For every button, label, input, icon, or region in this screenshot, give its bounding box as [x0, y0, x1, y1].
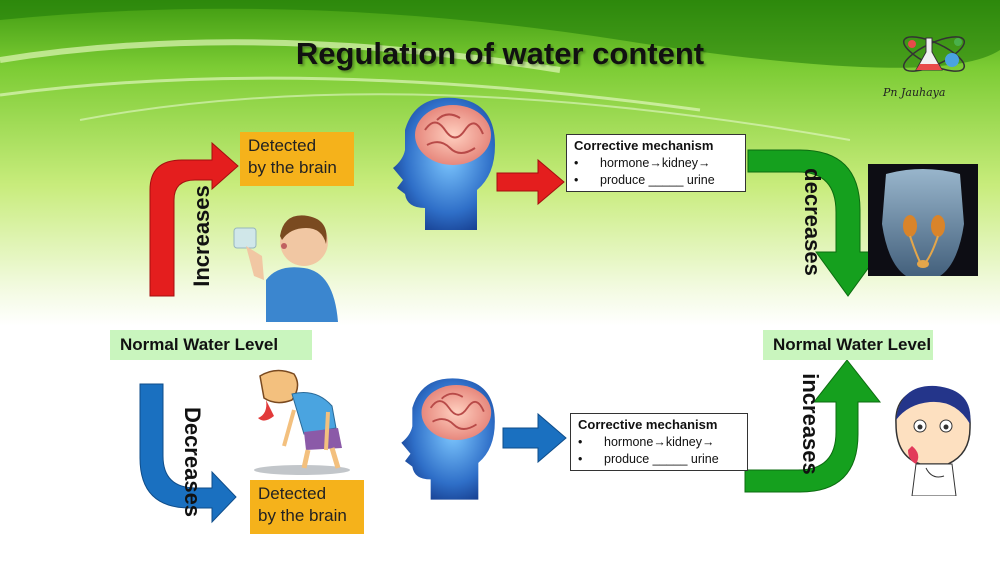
to-mechanism-arrow-bottom: [502, 412, 567, 464]
decreases-arrow-bottom: [139, 383, 237, 524]
mechanism-bullet: •produce _____ urine: [578, 452, 719, 466]
mechanism-heading: Corrective mechanism: [574, 138, 714, 153]
mechanism-bullet: •hormone→kidney→: [574, 156, 711, 170]
normal-water-level-right: Normal Water Level: [763, 330, 933, 360]
corrective-mechanism-bottom: Corrective mechanism •hormone→kidney→ •p…: [570, 413, 748, 471]
science-logo-icon: [902, 36, 966, 72]
logo-text: Pn Jauhaya: [883, 86, 946, 99]
page-title: Regulation of water content: [295, 36, 705, 71]
decreases-label-bottom: Decreases: [180, 406, 205, 518]
kidney-body-icon: [868, 164, 978, 276]
corrective-mechanism-top: Corrective mechanism •hormone→kidney→ •p…: [566, 134, 746, 192]
increases-label: Increases: [189, 185, 214, 287]
increases-arrow-bottom: [744, 359, 882, 493]
to-mechanism-arrow-top: [496, 158, 565, 206]
tired-man-icon: [254, 369, 350, 475]
detected-by-brain-top: Detected by the brain: [240, 132, 354, 186]
boy-drinking-icon: [233, 215, 338, 322]
decreases-arrow: [747, 149, 881, 297]
detected-by-brain-bottom: Detected by the brain: [250, 480, 364, 534]
thirsty-boy-icon: [895, 385, 971, 496]
brain-head-icon: [393, 97, 495, 230]
mechanism-bullet: •produce _____ urine: [574, 173, 715, 187]
mechanism-bullet: •hormone→kidney→: [578, 435, 715, 449]
brain-head-icon: [401, 378, 495, 500]
mechanism-heading: Corrective mechanism: [578, 417, 718, 432]
normal-water-level-left: Normal Water Level: [110, 330, 312, 360]
increases-label-bottom: increases: [798, 373, 823, 475]
decreases-label: decreases: [800, 168, 825, 276]
increases-arrow: [149, 141, 239, 297]
